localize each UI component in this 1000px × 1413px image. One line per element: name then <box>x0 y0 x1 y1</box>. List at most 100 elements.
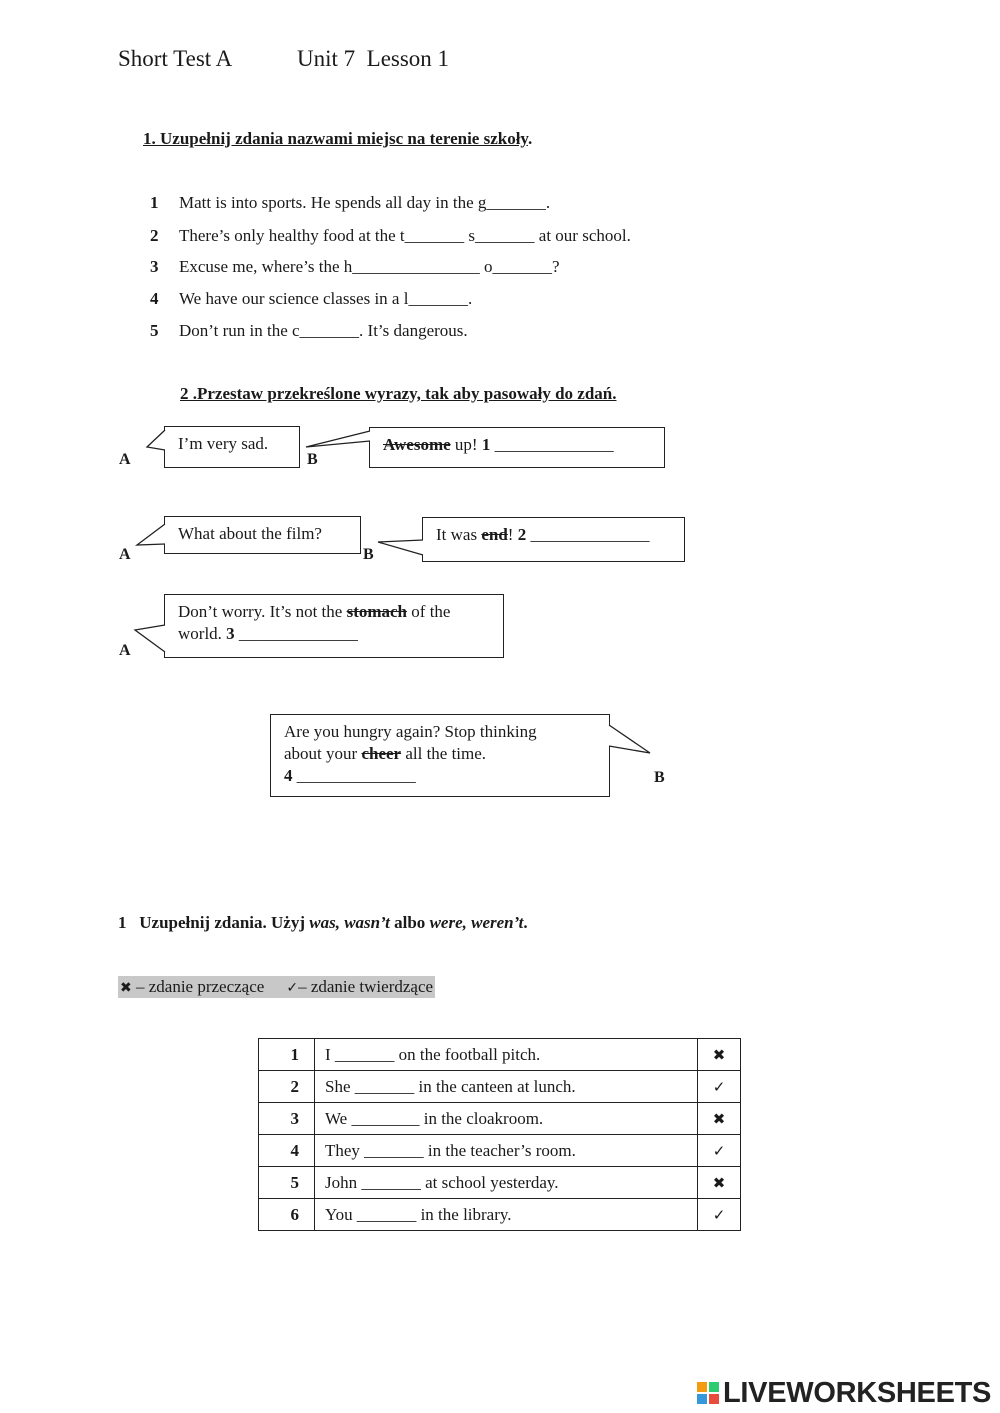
answer-blank[interactable]: ______________ <box>526 525 650 544</box>
exercise1-title: 1. Uzupełnij zdania nazwami miejsc na te… <box>143 129 528 148</box>
item-text: Matt is into sports. He spends all day i… <box>179 193 551 212</box>
exercise1-item: 1 Matt is into sports. He spends all day … <box>150 193 550 213</box>
logo-mark-icon <box>697 1382 719 1404</box>
bubble-text: I’m very sad. <box>178 434 269 453</box>
test-name: Short Test A <box>118 46 233 71</box>
bubble-text: ! <box>507 525 518 544</box>
logo-letter-tile <box>697 1382 707 1392</box>
unit-lesson: Unit 7 Lesson 1 <box>297 46 450 71</box>
check-icon: ✓ <box>697 1070 741 1103</box>
row-number: 5 <box>258 1166 315 1199</box>
speaker-label-b: B <box>654 769 665 786</box>
exercise3-title-text: Uzupełnij zdania. Użyj <box>139 913 310 932</box>
bubble-text: Are you hungry again? Stop thinking <box>284 722 537 741</box>
answer-blank[interactable]: ______________ <box>234 624 358 643</box>
item-number: 2 <box>150 226 159 245</box>
struck-word: stomach <box>346 602 408 621</box>
exercise3-title-italic: was, wasn’t <box>309 913 390 932</box>
exercise3-number: 1 <box>118 913 127 932</box>
row-number: 2 <box>258 1070 315 1103</box>
dialogue4-b-bubble: Are you hungry again? Stop thinking about… <box>270 714 610 797</box>
check-icon: ✓ <box>697 1198 741 1231</box>
dialogue2-a-bubble: What about the film? <box>164 516 361 554</box>
bubble-tail <box>134 523 166 546</box>
speaker-label-a: A <box>119 642 131 659</box>
struck-word: Awesome <box>383 435 451 454</box>
exercise1-item: 5 Don’t run in the c_______. It’s dangero… <box>150 321 468 341</box>
cross-icon: ✖ <box>697 1038 741 1071</box>
logo-letter-tile <box>709 1394 719 1404</box>
row-number: 6 <box>258 1198 315 1231</box>
exercise3-title-text: albo <box>389 913 430 932</box>
struck-word: end <box>481 525 508 544</box>
legend-negative: – zdanie przeczące <box>131 977 265 996</box>
exercise1-heading: 1. Uzupełnij zdania nazwami miejsc na te… <box>143 129 532 149</box>
bubble-text: up! <box>450 435 482 454</box>
exercise2-title: 2 .Przestaw przekreślone wyrazy, tak aby… <box>180 384 617 403</box>
speaker-label-a: A <box>119 546 131 563</box>
liveworksheets-logo[interactable]: LIVEWORKSHEETS <box>697 1377 991 1409</box>
answer-number: 2 <box>517 525 527 544</box>
exercise3-title: 1 Uzupełnij zdania. Użyj was, wasn’t alb… <box>118 913 528 933</box>
bubble-tail <box>377 539 424 556</box>
row-sentence[interactable]: They _______ in the teacher’s room. <box>314 1134 698 1167</box>
logo-letter-tile <box>697 1394 707 1404</box>
item-number: 1 <box>150 193 159 212</box>
dialogue1-b-bubble: Awesome up! 1 ______________ <box>369 427 665 468</box>
row-number: 3 <box>258 1102 315 1135</box>
speaker-label-b: B <box>363 546 374 563</box>
bubble-text: all the time. <box>401 744 487 763</box>
cross-icon: ✖ <box>120 980 132 996</box>
item-number: 4 <box>150 289 159 308</box>
dialogue1-a-bubble: I’m very sad. <box>164 426 300 468</box>
cross-icon: ✖ <box>697 1102 741 1135</box>
row-sentence[interactable]: John _______ at school yesterday. <box>314 1166 698 1199</box>
bubble-tail <box>305 430 371 448</box>
dialogue2-b-bubble: It was end! 2 ______________ <box>422 517 685 562</box>
answer-blank[interactable]: ______________ <box>292 766 416 785</box>
answer-number: 1 <box>481 435 491 454</box>
row-number: 1 <box>258 1038 315 1071</box>
bubble-tail <box>608 724 651 754</box>
row-number: 4 <box>258 1134 315 1167</box>
logo-letter-tile <box>709 1382 719 1392</box>
bubble-tail <box>133 624 166 653</box>
answer-number: 3 <box>226 624 235 643</box>
bubble-tail <box>145 429 166 451</box>
item-number: 5 <box>150 321 159 340</box>
check-icon: ✓ <box>697 1134 741 1167</box>
row-sentence[interactable]: She _______ in the canteen at lunch. <box>314 1070 698 1103</box>
exercise1-title-end: . <box>528 129 533 148</box>
bubble-text: of the <box>407 602 451 621</box>
exercise3-title-end: . <box>523 913 528 932</box>
legend-positive: – zdanie twierdzące <box>298 977 434 996</box>
bubble-text: world. <box>178 624 227 643</box>
check-icon: ✓ <box>286 980 299 996</box>
answer-number: 4 <box>284 766 293 785</box>
dialogue3-a-bubble: Don’t worry. It’s not the stomach of the… <box>164 594 504 658</box>
logo-text: LIVEWORKSHEETS <box>723 1376 992 1409</box>
answer-blank[interactable]: ______________ <box>490 435 614 454</box>
row-sentence[interactable]: We ________ in the cloakroom. <box>314 1102 698 1135</box>
item-number: 3 <box>150 257 159 276</box>
bubble-text: about your <box>284 744 362 763</box>
exercise3-title-italic: were, weren’t <box>429 913 524 932</box>
speaker-label-a: A <box>119 451 131 468</box>
bubble-text: Don’t worry. It’s not the <box>178 602 347 621</box>
speaker-label-b: B <box>307 451 318 468</box>
bubble-text: It was <box>436 525 482 544</box>
struck-word: cheer <box>361 744 402 763</box>
row-sentence[interactable]: I _______ on the football pitch. <box>314 1038 698 1071</box>
row-sentence[interactable]: You _______ in the library. <box>314 1198 698 1231</box>
legend: ✖ – zdanie przeczące ✓– zdanie twierdzące <box>118 976 436 998</box>
item-text: Don’t run in the c_______. It’s dangerou… <box>179 321 468 340</box>
